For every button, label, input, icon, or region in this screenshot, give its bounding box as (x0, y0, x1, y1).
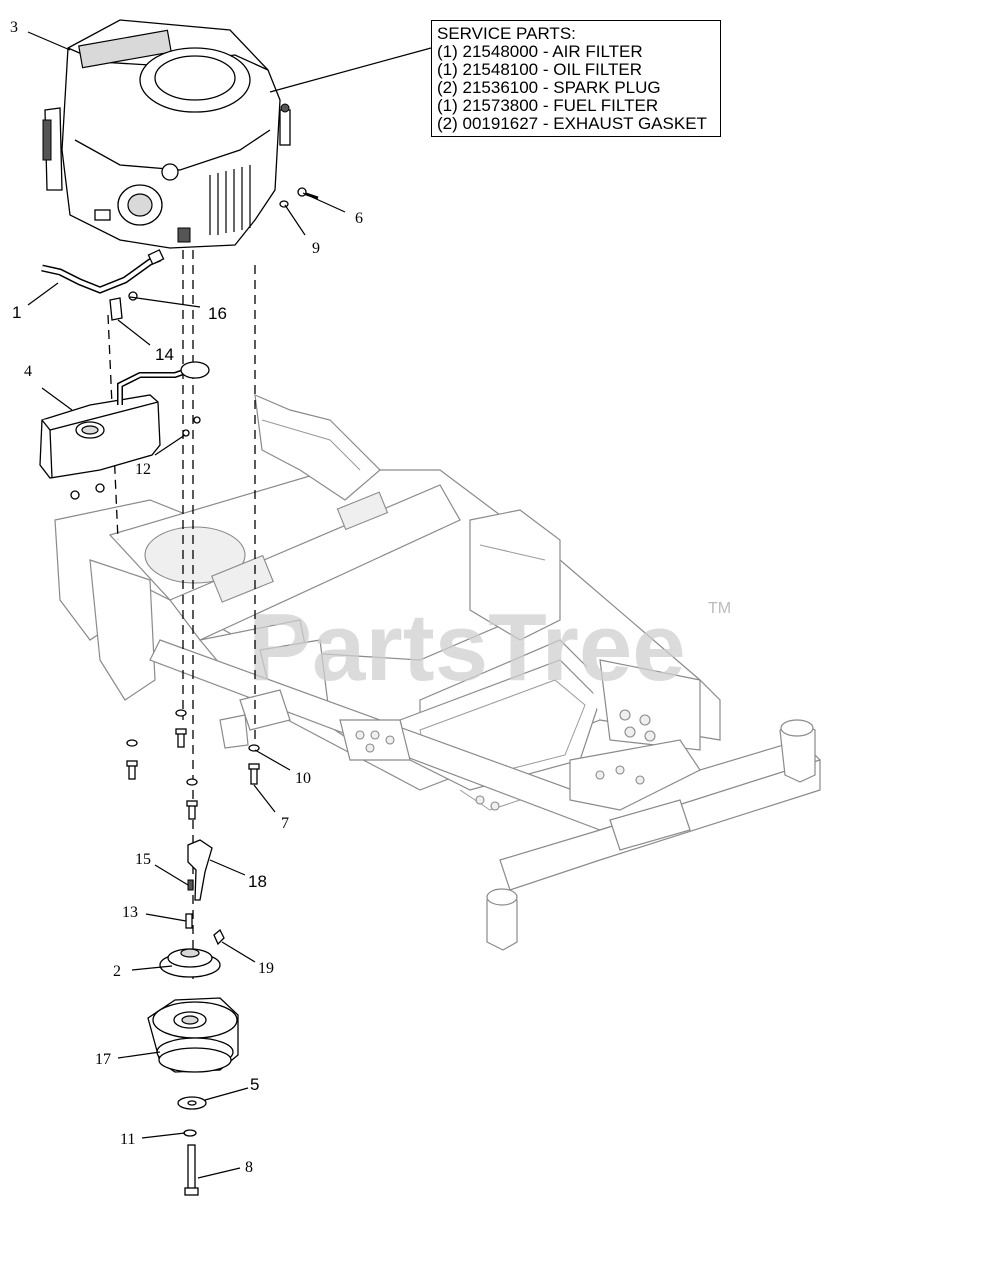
service-part-spark-plug: (2) 21536100 - SPARK PLUG (437, 78, 661, 97)
mower-frame (54, 394, 822, 951)
bolts-under-frame (126, 709, 260, 820)
callout-labels: 3 1 4 6 9 16 14 12 10 7 15 18 13 19 2 17… (10, 19, 363, 1176)
callout-10: 10 (295, 770, 311, 787)
callout-11: 11 (120, 1131, 135, 1148)
callout-13: 13 (122, 904, 138, 921)
callout-4: 4 (24, 363, 32, 380)
engine (42, 19, 291, 249)
spring-19 (213, 928, 225, 946)
callout-3: 3 (10, 19, 18, 36)
bolt-8 (184, 1144, 199, 1196)
service-part-air-filter: (1) 21548000 - AIR FILTER (437, 42, 643, 61)
callout-14: 14 (155, 345, 174, 364)
callout-8: 8 (245, 1159, 253, 1176)
callout-7: 7 (281, 815, 289, 832)
service-part-exhaust-gasket: (2) 00191627 - EXHAUST GASKET (437, 114, 707, 133)
callout-9: 9 (312, 240, 320, 257)
callout-18: 18 (248, 872, 267, 891)
watermark: PartsTree TM (248, 594, 731, 701)
washer-9 (279, 200, 289, 208)
nut-12 (182, 416, 201, 437)
callout-6: 6 (355, 210, 363, 227)
watermark-text: PartsTree (248, 594, 686, 701)
washer-5 (177, 1096, 207, 1110)
callout-2: 2 (113, 963, 121, 980)
muffler (39, 361, 210, 500)
bolt-6 (297, 187, 319, 200)
callout-19: 19 (258, 960, 274, 977)
bolt-15 (187, 879, 194, 891)
service-part-oil-filter: (1) 21548100 - OIL FILTER (437, 60, 643, 79)
callout-16: 16 (208, 304, 227, 323)
leader-lines (27, 31, 432, 1179)
service-parts-box: SERVICE PARTS: (1) 21548000 - AIR FILTER… (431, 20, 721, 137)
clip-14 (109, 297, 123, 321)
engine-cooling-fins (209, 165, 251, 235)
pulley-2 (159, 948, 221, 978)
watermark-tm: TM (708, 600, 731, 617)
fuel-hose (41, 249, 165, 294)
bracket-18 (187, 839, 213, 901)
key-13 (185, 913, 193, 929)
callout-1: 1 (12, 303, 21, 322)
service-part-fuel-filter: (1) 21573800 - FUEL FILTER (437, 96, 659, 115)
callout-5: 5 (250, 1075, 259, 1094)
service-parts-heading: SERVICE PARTS: (437, 24, 576, 43)
screw-16 (128, 291, 138, 301)
callout-15: 15 (135, 851, 151, 868)
callout-12: 12 (135, 461, 151, 478)
clutch-17 (147, 997, 239, 1073)
callout-17: 17 (95, 1051, 111, 1068)
washer-11 (183, 1129, 197, 1137)
